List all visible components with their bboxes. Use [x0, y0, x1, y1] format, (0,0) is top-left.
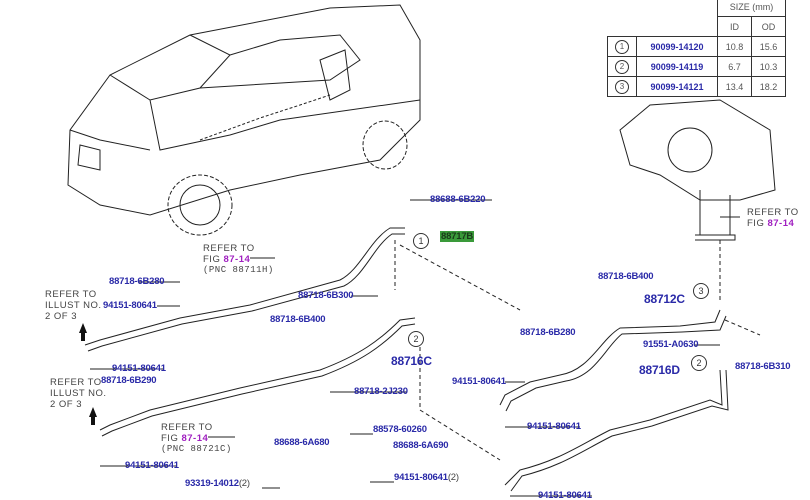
heater-unit-illustration: [619, 99, 776, 241]
part-88688-6b220[interactable]: 88688-6B220: [430, 194, 486, 205]
refer-illust-note-bottom: REFER TO ILLUST NO. 2 OF 3: [50, 377, 107, 410]
part-88688-6a680[interactable]: 88688-6A680: [274, 437, 330, 448]
part-88716c[interactable]: 88716C: [391, 354, 432, 368]
part-93319-14012[interactable]: 93319-14012(2): [185, 478, 250, 489]
part-88716d[interactable]: 88716D: [639, 363, 680, 377]
part-88717b[interactable]: 88717B: [440, 231, 475, 242]
note-text: REFER TO: [203, 243, 255, 254]
part-88718-6b300[interactable]: 88718-6B300: [298, 290, 354, 301]
part-94151-80641[interactable]: 94151-80641: [125, 460, 179, 471]
note-text: ILLUST NO.: [45, 300, 102, 311]
leader-lines: [394, 240, 761, 461]
refer-note-heater: REFER TO FIG 87-14: [747, 207, 799, 229]
fig-link[interactable]: 87-14: [223, 254, 251, 265]
vehicle-illustration: [67, 4, 421, 236]
part-number: 93319-14012: [185, 478, 239, 489]
note-text: (PNC 88711H): [203, 265, 274, 275]
part-88718-6b290[interactable]: 88718-6B290: [101, 375, 157, 386]
note-text: FIG: [747, 218, 765, 229]
note-text: FIG: [161, 433, 179, 444]
od-value: 15.6: [751, 36, 786, 57]
ref-circle: 2: [615, 59, 629, 74]
part-88718-6b280[interactable]: 88718-6B280: [520, 327, 576, 338]
part-94151-80641[interactable]: 94151-80641: [538, 490, 592, 500]
quantity: (2): [238, 478, 250, 489]
od-value: 18.2: [751, 76, 786, 97]
ref-circle: 1: [615, 39, 629, 54]
pipe-lines: [84, 227, 729, 492]
part-88712c[interactable]: 88712C: [644, 292, 685, 306]
col-id: ID: [717, 16, 752, 37]
part-88718-2j230[interactable]: 88718-2J230: [354, 386, 408, 397]
part-94151-80641[interactable]: 94151-80641: [103, 300, 157, 311]
part-94151-80641[interactable]: 94151-80641(2): [394, 472, 459, 483]
id-value: 10.8: [717, 36, 752, 57]
note-text: REFER TO: [50, 377, 102, 388]
col-od: OD: [751, 16, 786, 37]
note-text: 2 OF 3: [50, 399, 83, 410]
part-number: 94151-80641: [394, 472, 448, 483]
refer-illust-note-top: REFER TO ILLUST NO. 2 OF 3: [45, 289, 102, 322]
id-value: 6.7: [717, 56, 752, 77]
part-91551-a0630[interactable]: 91551-A0630: [643, 339, 699, 350]
part-88718-6b400[interactable]: 88718-6B400: [598, 271, 654, 282]
callout-2: 2: [408, 331, 424, 347]
refer-note-88721c: REFER TO FIG 87-14 (PNC 88721C): [161, 422, 232, 455]
part-link[interactable]: 90099-14120: [636, 36, 718, 57]
fig-link[interactable]: 87-14: [767, 218, 795, 229]
id-value: 13.4: [717, 76, 752, 97]
callout-1: 1: [413, 233, 429, 249]
part-link[interactable]: 90099-14119: [636, 56, 718, 77]
note-text: FIG: [203, 254, 221, 265]
ref-circle: 3: [615, 79, 629, 94]
callout-2: 2: [691, 355, 707, 371]
note-text: REFER TO: [747, 207, 799, 218]
part-88578-60260[interactable]: 88578-60260: [373, 424, 427, 435]
callout-3: 3: [693, 283, 709, 299]
note-text: (PNC 88721C): [161, 444, 232, 454]
od-value: 10.3: [751, 56, 786, 77]
part-94151-80641[interactable]: 94151-80641: [527, 421, 581, 432]
quantity: (2): [447, 472, 459, 483]
callout-lines: [90, 199, 740, 497]
part-88688-6a690[interactable]: 88688-6A690: [393, 440, 449, 451]
note-text: 2 OF 3: [45, 311, 78, 322]
up-arrows: [79, 323, 97, 425]
refer-note-88711h: REFER TO FIG 87-14 (PNC 88711H): [203, 243, 274, 276]
part-88718-6b310[interactable]: 88718-6B310: [735, 361, 791, 372]
part-88718-6b280[interactable]: 88718-6B280: [109, 276, 165, 287]
part-94151-80641[interactable]: 94151-80641: [452, 376, 506, 387]
note-text: REFER TO: [161, 422, 213, 433]
part-88718-6b400[interactable]: 88718-6B400: [270, 314, 326, 325]
note-text: ILLUST NO.: [50, 388, 107, 399]
part-link[interactable]: 90099-14121: [636, 76, 718, 97]
note-text: REFER TO: [45, 289, 97, 300]
part-94151-80641[interactable]: 94151-80641: [112, 363, 166, 374]
size-header: SIZE (mm): [717, 0, 786, 17]
fig-link[interactable]: 87-14: [181, 433, 209, 444]
